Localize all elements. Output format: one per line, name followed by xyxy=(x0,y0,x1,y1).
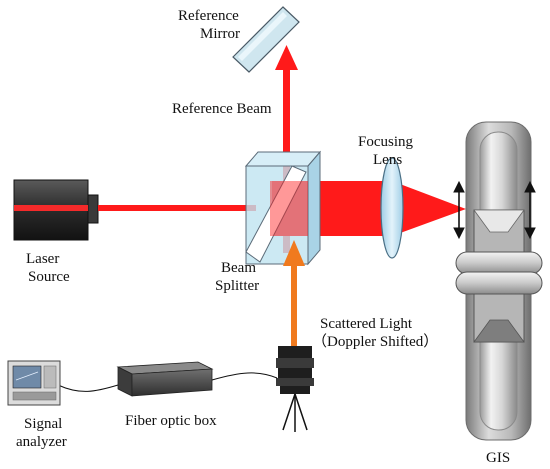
label-reference-mirror-line1: Reference xyxy=(178,8,239,24)
fiber-optic-box-icon xyxy=(116,361,214,397)
label-fiber-optic-box: Fiber optic box xyxy=(125,413,217,429)
label-reference-mirror-line2: Mirror xyxy=(200,26,240,42)
laser-source-icon xyxy=(13,179,99,241)
label-reference-beam: Reference Beam xyxy=(172,101,272,117)
fiber-cable xyxy=(211,372,278,381)
fiber-cable xyxy=(57,384,119,392)
vibration-arrow-icon xyxy=(453,180,465,240)
label-laser-source-line2: Source xyxy=(28,269,70,285)
label-signal-analyzer-line2: analyzer xyxy=(16,434,67,450)
lens-icon xyxy=(380,157,404,259)
label-focusing-lens-line1: Focusing xyxy=(358,134,414,150)
label-signal-analyzer-line1: Signal xyxy=(24,416,62,432)
label-beam-splitter-line1: Beam xyxy=(221,260,256,276)
signal-analyzer-icon xyxy=(7,360,61,406)
focused-beam xyxy=(392,181,466,236)
mirror-icon xyxy=(232,6,300,73)
label-scattered-light-line1: Scattered Light xyxy=(320,316,413,332)
label-scattered-light-line2: （Doppler Shifted） xyxy=(312,333,438,350)
vibration-arrow-icon xyxy=(524,180,536,240)
label-gis: GIS xyxy=(486,450,510,466)
beam-splitter-icon xyxy=(244,150,322,266)
label-laser-source-line1: Laser xyxy=(26,251,59,267)
camera-detector-icon xyxy=(276,346,314,432)
laser-beam xyxy=(98,205,256,211)
scattered-light-beam xyxy=(283,240,305,347)
label-focusing-lens-line2: Lens xyxy=(373,152,402,168)
gis-equipment-icon xyxy=(453,121,543,441)
label-beam-splitter-line2: Splitter xyxy=(215,278,259,294)
